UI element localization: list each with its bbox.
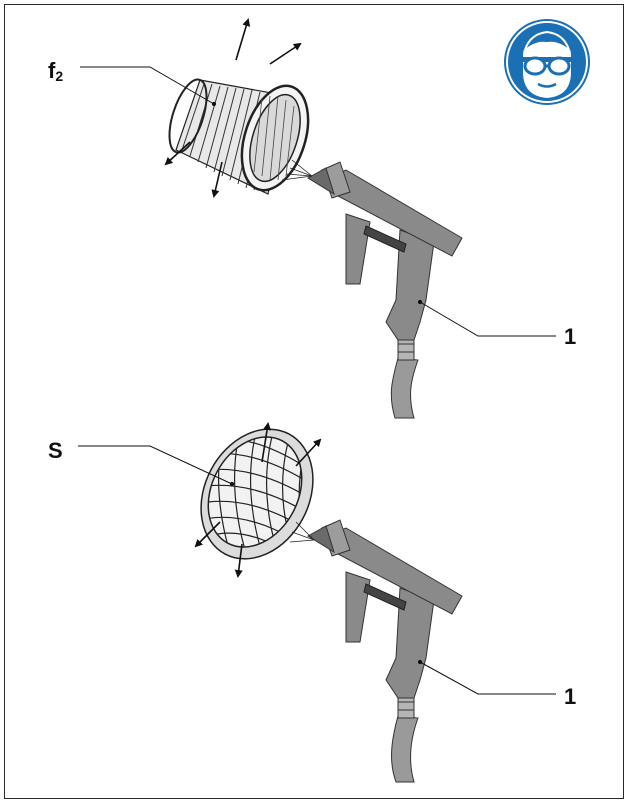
gun-label-bottom: 1 <box>564 684 577 709</box>
leader-lines-top <box>80 66 556 337</box>
filter-cartridge-label: f2 <box>48 58 64 84</box>
filter-cartridge-subscript: 2 <box>55 68 64 84</box>
air-blow-gun-icon <box>307 161 463 419</box>
leader-lines-bottom <box>78 445 556 695</box>
mesh-strainer-icon <box>193 422 322 578</box>
gun-label-top: 1 <box>564 324 577 349</box>
cylindrical-filter-icon <box>164 18 313 198</box>
eye-protection-icon <box>504 19 590 105</box>
strainer-label: S <box>48 438 63 463</box>
diagram-frame <box>4 4 624 799</box>
air-blow-gun-icon <box>307 519 463 783</box>
